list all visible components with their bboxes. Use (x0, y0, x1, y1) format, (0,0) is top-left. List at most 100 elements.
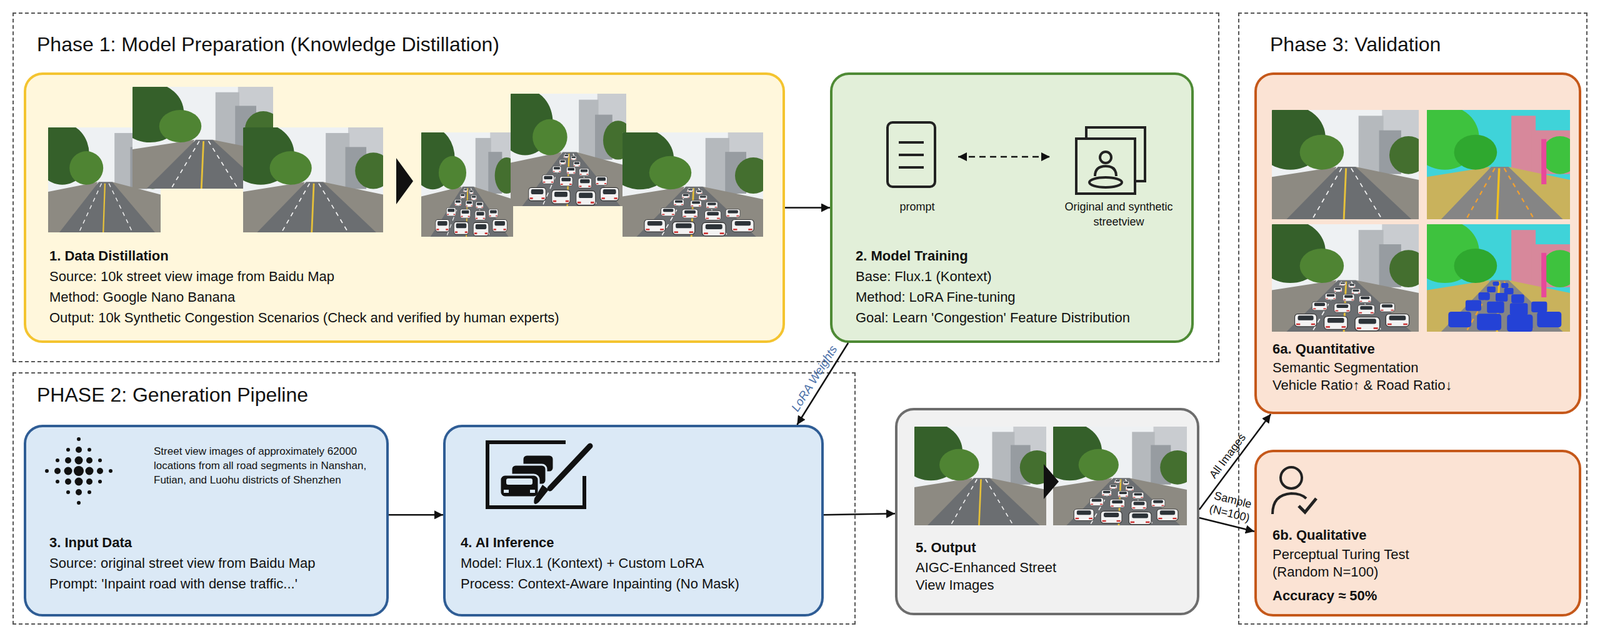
dots-icon (98, 458, 102, 463)
dashed-connector (958, 156, 1050, 159)
street-photo (35, 123, 167, 233)
arrow-connector (796, 343, 849, 425)
arrow-connector (823, 513, 895, 515)
segmentation-map (1410, 220, 1579, 332)
document-icon (898, 166, 924, 169)
dots-icon (108, 469, 113, 474)
congested-photo (497, 89, 634, 207)
street-photo (899, 423, 1055, 526)
dots-icon (65, 457, 72, 464)
inpaint-icon (503, 490, 509, 494)
node-text: AIGC-Enhanced Street View Images (915, 559, 1066, 595)
synthetic-photos (410, 89, 772, 237)
validation-box: 6b. QualitativePerceptual Turing Test (R… (1254, 450, 1582, 617)
congested-photo (410, 128, 519, 237)
inpaint-icon (533, 485, 549, 505)
edge-label: LoRA Weights (771, 316, 857, 441)
street-photo (1255, 105, 1428, 220)
inpaint-icon (487, 442, 590, 508)
segmentation-examples (1255, 105, 1579, 332)
node-text: Source: original street view from Baidu … (49, 555, 316, 573)
dots-icon (66, 448, 70, 452)
dots-icon (87, 448, 92, 452)
dots-icon (75, 489, 82, 496)
inpaint-icon (500, 475, 539, 498)
segmentation-map (1410, 105, 1579, 220)
dots-icon (55, 458, 60, 463)
person-check-icon (1298, 498, 1317, 513)
edge-label: All Images (1184, 402, 1270, 511)
phase-title: Phase 1: Model Preparation (Knowledge Di… (36, 33, 500, 56)
document-icon (887, 122, 935, 187)
dots-icon (64, 467, 73, 476)
step-heading: 4. AI Inference (460, 534, 555, 552)
node-text: Accuracy ≈ 50% (1272, 587, 1377, 605)
person-check-icon (1280, 467, 1302, 489)
inpaint-icon (522, 455, 554, 473)
node-text: Base: Flux.1 (Kontext) (855, 268, 992, 286)
arrow-connector (1199, 518, 1255, 532)
node-text: Source: 10k street view image from Baidu… (49, 268, 335, 286)
phase-band: Phase 1: Model Preparation (Knowledge Di… (12, 12, 1220, 363)
phase-title: Phase 3: Validation (1270, 33, 1441, 56)
node-text: Output: 10k Synthetic Congestion Scenari… (49, 309, 560, 327)
phase-band: Phase 3: Validation6a. QuantitativeSeman… (1238, 12, 1588, 625)
icon-node: prompt (876, 118, 959, 234)
node-text: Goal: Learn 'Congestion' Feature Distrib… (855, 309, 1130, 327)
dots-icon (54, 468, 61, 475)
dots-icon (87, 490, 92, 495)
dots-icon (75, 446, 82, 454)
icon-caption: Original and synthetic streetview (1050, 199, 1188, 230)
step-heading: 6b. Qualitative (1272, 526, 1367, 545)
output-box: 5. OutputAIGC-Enhanced Street View Image… (895, 408, 1200, 616)
node-text: Model: Flux.1 (Kontext) + Custom LoRA (460, 555, 704, 573)
streetview-icon (1076, 127, 1145, 194)
node-text: Process: Context-Aware Inpainting (No Ma… (460, 575, 740, 594)
arrow-connector (785, 206, 830, 209)
document-icon (887, 122, 935, 187)
step-heading: 1. Data Distillation (49, 247, 169, 265)
dots-icon (86, 457, 93, 464)
node-text: Perceptual Turing Test (Random N=100) (1272, 546, 1460, 582)
person-check-icon (1272, 493, 1307, 515)
node-text: Prompt: 'Inpaint road with dense traffic… (49, 575, 298, 594)
dots-icon (55, 480, 60, 484)
output-photos (899, 423, 1195, 526)
street-photo (226, 123, 392, 233)
process-box: 2. Model TrainingBase: Flux.1 (Kontext)M… (830, 72, 1194, 344)
document-icon (898, 141, 924, 144)
dots-icon (98, 480, 102, 484)
dots-icon (96, 468, 104, 475)
phase-band: PHASE 2: Generation PipelineStreet view … (12, 372, 856, 625)
person-check-icon (1272, 467, 1317, 515)
dots-icon (65, 478, 72, 485)
streetview-icon (1076, 138, 1135, 194)
inpaint-icon (506, 478, 533, 485)
dots-icon (45, 469, 49, 474)
icon-node: Original and synthetic streetview (1050, 118, 1188, 234)
inpaint-icon (550, 446, 590, 489)
congested-photo (1255, 220, 1428, 332)
icon-caption: prompt (876, 199, 959, 215)
phase-title: PHASE 2: Generation Pipeline (36, 383, 309, 407)
congested-photo (1037, 423, 1195, 526)
arrow-connector (1199, 414, 1271, 510)
dots-icon (86, 478, 93, 485)
step-heading: 2. Model Training (855, 247, 969, 265)
dots-icon (76, 437, 81, 442)
dots-icon (73, 466, 84, 477)
process-box: 4. AI InferenceModel: Flux.1 (Kontext) +… (443, 425, 824, 617)
dots-icon (85, 467, 94, 476)
inpaint-icon (511, 465, 547, 485)
process-box: 1. Data DistillationSource: 10k street v… (23, 72, 785, 344)
process-box: Street view images of approximately 6200… (23, 425, 389, 617)
step-heading: 5. Output (915, 539, 977, 557)
dots-icon (66, 490, 70, 495)
streetview-icon (1095, 166, 1117, 177)
connector-group (388, 156, 1271, 532)
